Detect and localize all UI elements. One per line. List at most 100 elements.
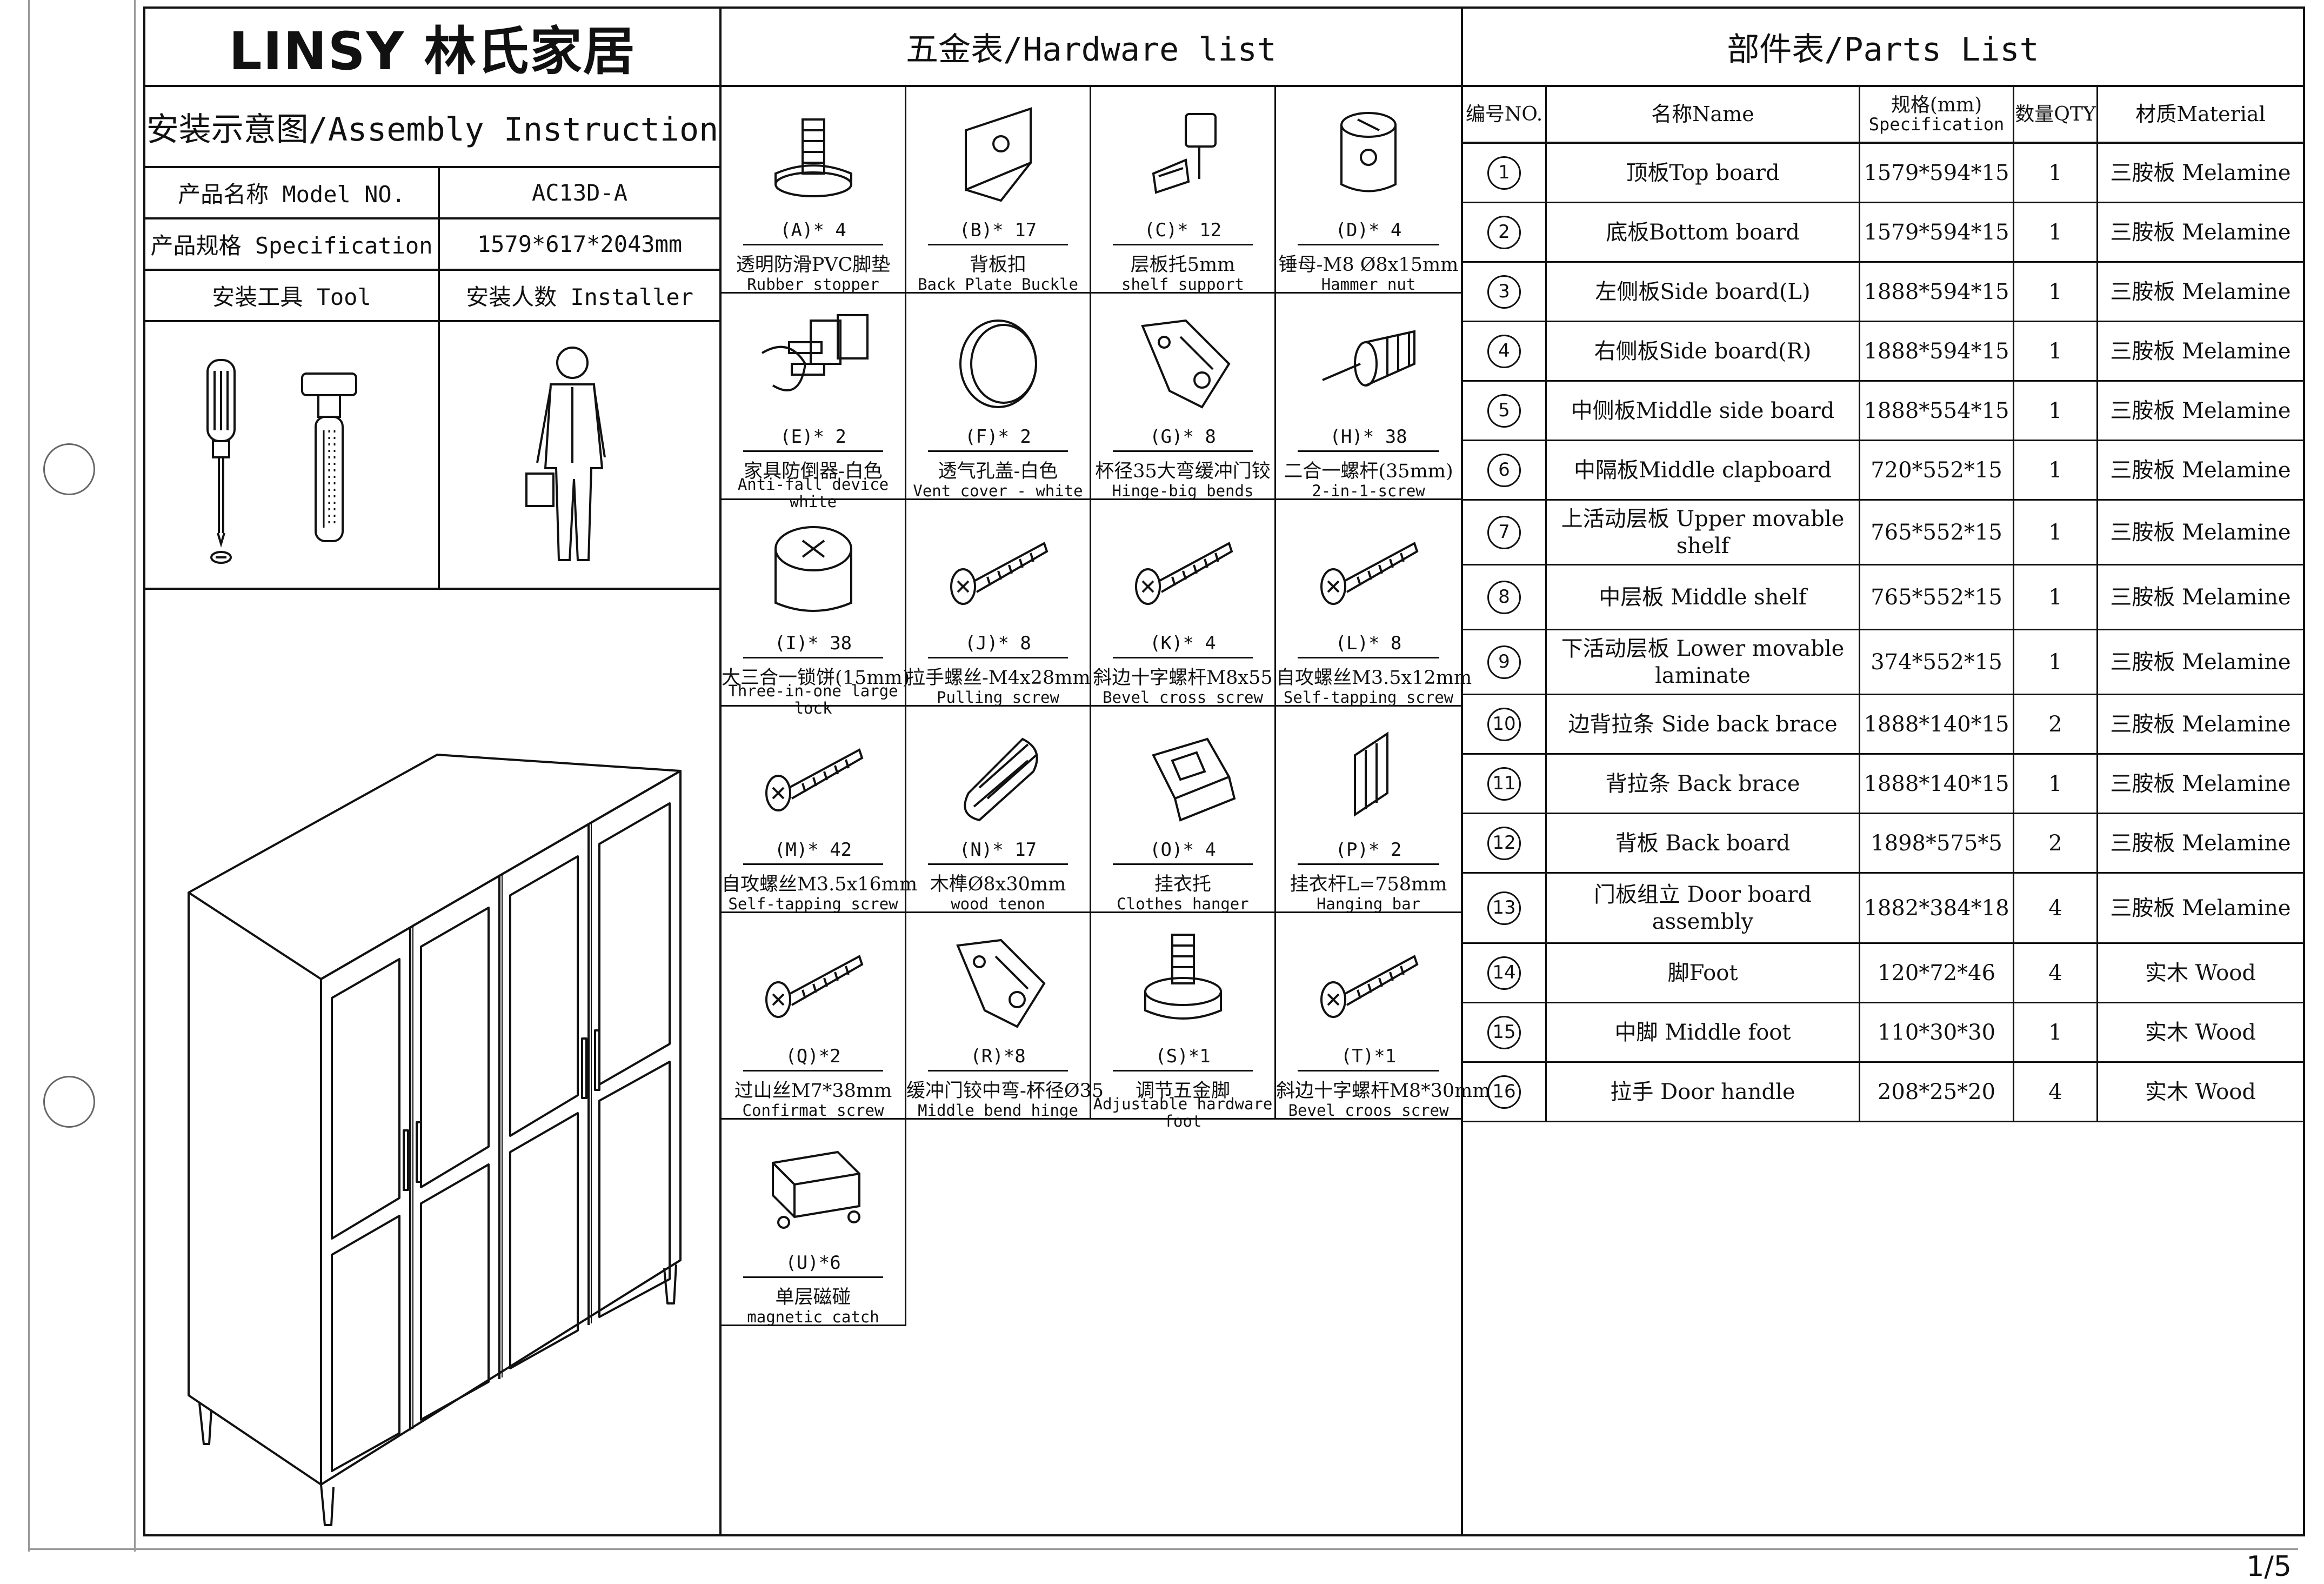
back-plate-buckle-icon [964, 107, 1032, 202]
hardware-name-cn: 锤母-M8 Ø8x15mm [1278, 254, 1459, 276]
part-qty: 1 [2014, 263, 2098, 321]
wardrobe-illustration [145, 590, 719, 1536]
header-spec-en: Specification [1868, 114, 2005, 135]
hardware-code: (D)* 4 [1335, 219, 1402, 241]
hardware-divider [743, 1070, 883, 1071]
hardware-name-en: Self-tapping screw [728, 895, 898, 913]
hinge-icon [1140, 319, 1231, 409]
part-number-badge: 5 [1487, 394, 1521, 428]
hardware-name-en: Middle bend hinge [918, 1101, 1078, 1120]
hardware-divider [743, 1276, 883, 1278]
screw-icon [1320, 542, 1419, 605]
part-qty: 1 [2014, 1003, 2098, 1061]
part-material: 三胺板 Melamine [2110, 649, 2291, 675]
hardware-name-en: Hinge-big bends [1112, 482, 1254, 500]
screw-icon [1320, 955, 1419, 1018]
hardware-divider [928, 244, 1068, 245]
hammer-icon [301, 372, 357, 542]
hardware-name-en: Hammer nut [1321, 275, 1416, 294]
part-number-cell: 7 [1463, 501, 1547, 564]
part-name: 顶板Top board [1547, 144, 1860, 202]
parts-title: 部件表/Parts List [1463, 9, 2303, 87]
vent-cover-icon [959, 320, 1037, 408]
cam-lock-icon [774, 526, 852, 612]
brand-logo: LINSY 林氏家居 [145, 9, 719, 87]
binding-margin-line [134, 0, 136, 1552]
part-spec: 208*25*20 [1860, 1063, 2014, 1121]
part-spec: 1888*140*15 [1860, 755, 2014, 813]
header-qty: 数量QTY [2014, 87, 2098, 142]
hardware-code: (B)* 17 [959, 219, 1037, 241]
part-name: 下活动层板 Lower movable laminate [1547, 630, 1860, 694]
part-material: 三胺板 Melamine [2110, 338, 2291, 364]
part-name: 背拉条 Back brace [1547, 755, 1860, 813]
part-name: 脚Foot [1547, 944, 1860, 1002]
hardware-name-cn: 调节五金脚 [1135, 1080, 1230, 1102]
part-number-cell: 14 [1463, 944, 1547, 1002]
part-name: 中脚 Middle foot [1547, 1003, 1860, 1061]
header-material: 材质Material [2135, 102, 2266, 126]
page-number: 1/5 [2246, 1550, 2292, 1583]
page-bottom-line [28, 1548, 2298, 1550]
hardware-name-en: Rubber stopper [747, 275, 879, 294]
part-material: 三胺板 Melamine [2110, 160, 2291, 185]
part-spec: 1888*594*15 [1860, 322, 2014, 380]
part-qty: 4 [2014, 874, 2098, 942]
hardware-name-en: Bevel cross screw [1103, 688, 1263, 707]
rubber-stopper-icon [774, 118, 852, 197]
part-material: 实木 Wood [2145, 1079, 2256, 1104]
hardware-divider [1298, 863, 1439, 865]
part-number-cell: 5 [1463, 382, 1547, 440]
part-number-badge: 16 [1487, 1075, 1521, 1109]
hardware-divider [1113, 863, 1253, 865]
installer-illustration [440, 322, 719, 590]
hardware-code: (T)*1 [1340, 1046, 1397, 1067]
hardware-code: (G)* 8 [1150, 426, 1216, 448]
part-qty: 4 [2014, 944, 2098, 1002]
adjustable-foot-icon [1144, 934, 1222, 1020]
hardware-name-en: Back Plate Buckle [918, 275, 1078, 294]
hardware-divider [1113, 1070, 1253, 1071]
hardware-name-cn: 二合一螺杆(35mm) [1284, 461, 1453, 482]
part-number-cell: 13 [1463, 874, 1547, 942]
hardware-divider [1298, 450, 1439, 452]
hardware-code: (S)*1 [1155, 1046, 1211, 1067]
hardware-name-cn: 大三合一锁饼(15mm) [722, 667, 910, 689]
hardware-name-cn: 透明防滑PVC脚垫 [736, 254, 891, 276]
part-spec: 1579*594*15 [1860, 203, 2014, 261]
hardware-code: (P)* 2 [1335, 839, 1402, 861]
model-label: 产品名称 Model NO. [145, 168, 440, 219]
hardware-divider [1298, 1070, 1439, 1071]
hardware-divider [743, 450, 883, 452]
part-qty: 1 [2014, 144, 2098, 202]
hardware-name-cn: 杯径35大弯缓冲门铰 [1095, 461, 1271, 482]
part-number-badge: 1 [1487, 156, 1521, 190]
two-in-one-screw-icon [1322, 330, 1415, 387]
part-number-cell: 12 [1463, 814, 1547, 872]
hardware-code: (C)* 12 [1144, 219, 1222, 241]
hardware-code: (K)* 4 [1150, 633, 1216, 654]
part-number-cell: 16 [1463, 1063, 1547, 1121]
part-number-cell: 9 [1463, 630, 1547, 694]
wood-dowel-icon [963, 737, 1038, 822]
part-qty: 2 [2014, 695, 2098, 753]
screw-icon [765, 955, 863, 1018]
tool-illustration [145, 322, 440, 590]
part-name: 右侧板Side board(R) [1547, 322, 1860, 380]
header-spec-cn: 规格(mm) [1891, 94, 1982, 116]
